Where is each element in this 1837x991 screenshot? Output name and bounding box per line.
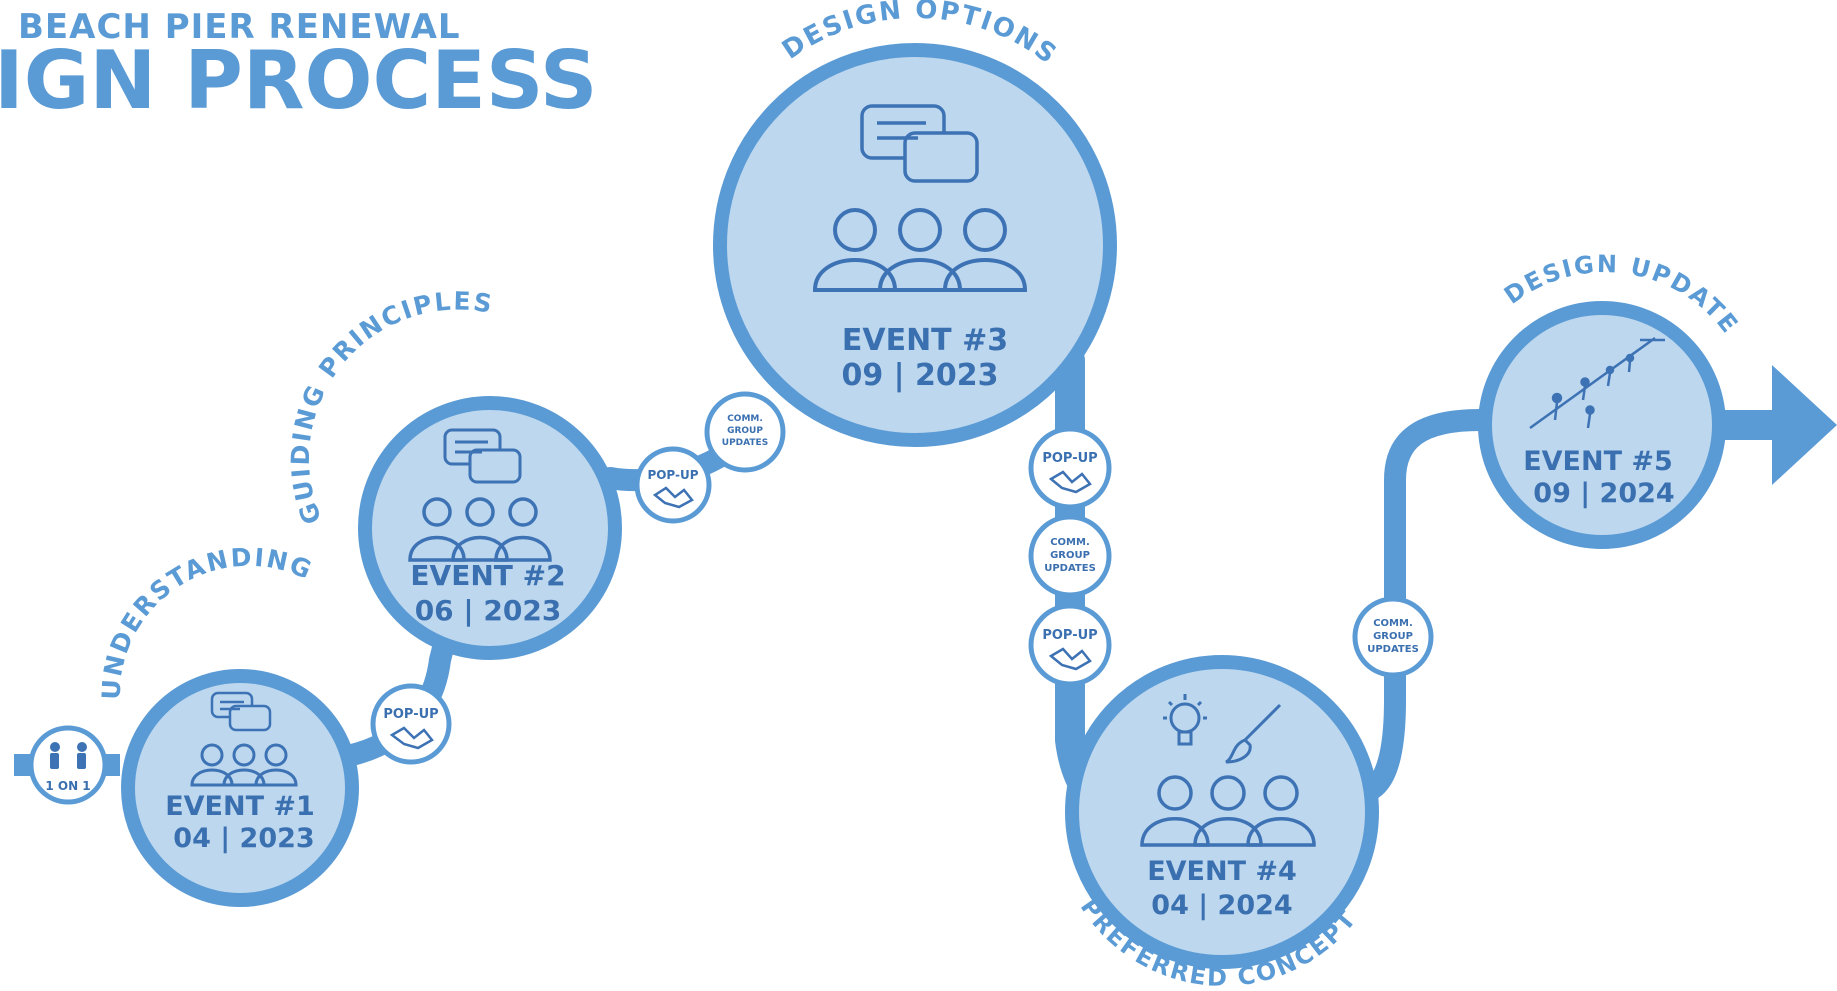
event-3: EVENT #3 09 | 2023: [713, 43, 1117, 447]
popup-label: POP-UP: [383, 707, 438, 722]
popup-label: POP-UP: [647, 468, 698, 482]
popup-label: POP-UP: [1042, 628, 1097, 643]
comm-line-1: COMM.: [727, 414, 763, 424]
chat-icon: [210, 691, 272, 732]
badge-comm-group-2: COMM. GROUP UPDATES: [1028, 514, 1112, 598]
handshake-icon: [1048, 470, 1092, 494]
event-2-label: EVENT #2: [410, 559, 565, 592]
badge-comm-group-1: COMM. GROUP UPDATES: [704, 391, 786, 473]
pier-walkers-icon: [1529, 336, 1665, 430]
event-5-date: 09 | 2024: [1533, 478, 1674, 509]
people-icon: [408, 497, 552, 562]
comm-line-3: UPDATES: [722, 438, 768, 448]
event-1: EVENT #1 04 | 2023: [121, 669, 359, 907]
badge-one-on-one: 1 ON 1: [28, 725, 108, 805]
event-1-label: EVENT #1: [165, 791, 315, 822]
handshake-icon: [1048, 647, 1092, 671]
badge-popup-1: POP-UP: [370, 683, 452, 765]
arrow-head-icon: [1772, 365, 1837, 485]
event-2: EVENT #2 06 | 2023: [358, 396, 622, 660]
meeting-icon: [50, 742, 87, 769]
badge-comm-group-3: COMM. GROUP UPDATES: [1352, 596, 1434, 678]
badge-popup-3: POP-UP: [1028, 426, 1112, 510]
event-5-label: EVENT #5: [1523, 446, 1673, 477]
popup-label: POP-UP: [1042, 451, 1097, 466]
event-3-date: 09 | 2023: [841, 358, 998, 393]
comm-line-3: UPDATES: [1367, 644, 1419, 655]
lightbulb-icon: [1163, 694, 1207, 746]
event-4-date: 04 | 2024: [1151, 890, 1292, 921]
badge-popup-4: POP-UP: [1028, 603, 1112, 687]
people-icon: [1140, 775, 1316, 847]
event-5: EVENT #5 09 | 2024: [1478, 301, 1726, 549]
chat-icon: [860, 104, 979, 183]
handshake-icon: [389, 726, 434, 750]
badge-popup-2: POP-UP: [634, 446, 712, 524]
event-1-date: 04 | 2023: [173, 823, 314, 854]
comm-line-2: GROUP: [1373, 631, 1413, 642]
comm-line-1: COMM.: [1050, 537, 1090, 548]
people-icon: [190, 743, 298, 787]
people-icon: [812, 208, 1028, 292]
event-2-date: 06 | 2023: [415, 594, 562, 627]
comm-line-2: GROUP: [1050, 550, 1090, 561]
comm-line-2: GROUP: [727, 426, 763, 436]
event-4: EVENT #4 04 | 2024: [1065, 655, 1379, 969]
event-4-label: EVENT #4: [1147, 856, 1297, 887]
header-title: IGN PROCESS: [0, 34, 597, 127]
comm-line-1: COMM.: [1373, 618, 1413, 629]
handshake-icon: [652, 486, 694, 509]
event-3-label: EVENT #3: [842, 323, 1008, 358]
chat-icon: [443, 428, 522, 484]
comm-line-3: UPDATES: [1044, 563, 1096, 574]
paintbrush-icon: [1225, 703, 1282, 764]
badge-one-on-one-label: 1 ON 1: [45, 779, 90, 793]
header-subtitle: BEACH PIER RENEWAL: [18, 7, 461, 47]
